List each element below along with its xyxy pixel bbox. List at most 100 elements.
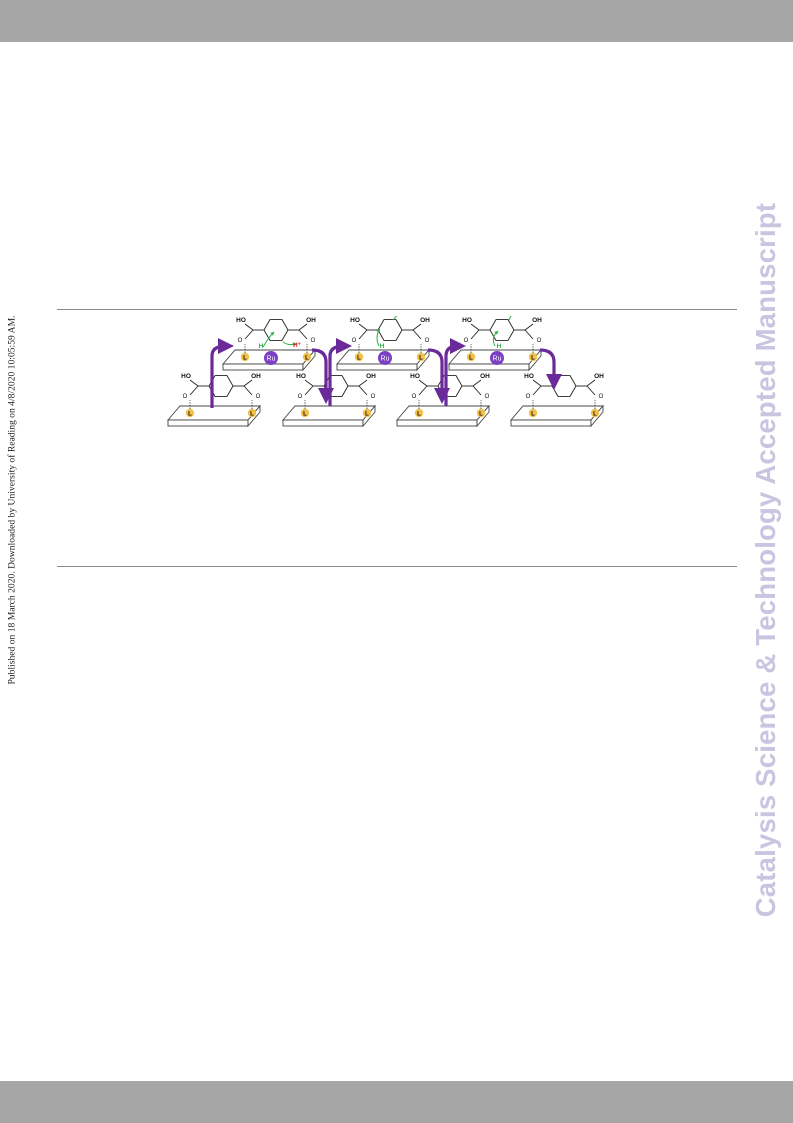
carboxyl-bond-left-b1 xyxy=(189,385,199,396)
ruthenium-label-t3: Ru xyxy=(493,356,502,363)
carboxyl-bond-left-t2 xyxy=(358,329,368,340)
ruthenium-atom-t3 xyxy=(490,351,504,365)
oxygen-right-t3: O xyxy=(537,338,542,344)
oxygen-left-t1: O xyxy=(238,338,243,344)
ligand-left-b1-site xyxy=(185,408,195,418)
hydroxyl-bond-right-b1 xyxy=(243,379,253,387)
carboxyl-bond-left-b4 xyxy=(532,385,542,396)
ligand-right-t2-label: L xyxy=(419,355,423,361)
catalyst-surface-b4 xyxy=(510,405,604,427)
hydrogen-label-t2: H xyxy=(380,343,385,350)
ruthenium-label-t2: Ru xyxy=(381,356,390,363)
watermark-text: Catalysis Science & Technology Accepted … xyxy=(750,202,781,918)
hydroxyl-label-right-b4: OH xyxy=(594,373,604,380)
benzene-ring-t2 xyxy=(377,319,403,341)
hydroxyl-label-right-t3: OH xyxy=(532,317,542,324)
oxygen-right-b2: O xyxy=(371,394,376,400)
ruthenium-atom-t2 xyxy=(378,351,392,365)
hydroxyl-label-left-b3: HO xyxy=(410,373,420,380)
arrow-up-3 xyxy=(444,338,466,406)
arrow-down-1 xyxy=(311,348,334,404)
ligand-right-b2-site xyxy=(362,408,372,418)
hydroxyl-label-right-b3: OH xyxy=(480,373,490,380)
hydrogen-transfer-arrow-t3 xyxy=(492,330,499,347)
hydroxyl-label-right-t1: OH xyxy=(306,317,316,324)
carboxyl-bond-left-b3 xyxy=(418,385,428,396)
carboxyl-bond-left-t1 xyxy=(244,329,254,340)
arrow-up-1 xyxy=(210,338,234,408)
carboxyl-bond-right-b4 xyxy=(586,385,596,396)
oxygen-right-b3: O xyxy=(485,394,490,400)
carboxyl-bond-right-t1 xyxy=(298,329,308,340)
hydrogen-transfer-arrow-t2 xyxy=(376,328,380,347)
oxygen-left-t2: O xyxy=(352,338,357,344)
ligand-left-t3-label: L xyxy=(469,355,473,361)
ligand-right-t3-site xyxy=(528,352,538,362)
hydroxyl-bond-right-t1 xyxy=(298,323,308,331)
carboxyl-bond-right-b1 xyxy=(243,385,253,396)
carboxyl-bond-right-t2 xyxy=(412,329,422,340)
hydrogen-label-t1: H xyxy=(259,343,264,350)
hydroxyl-bond-right-b2 xyxy=(358,379,368,387)
hydroxyl-bond-left-b1 xyxy=(189,379,199,387)
arrow-down-3 xyxy=(539,348,562,390)
oxygen-left-b2: O xyxy=(298,394,303,400)
hydroxyl-bond-right-b3 xyxy=(472,379,482,387)
hydroxyl-bond-left-b3 xyxy=(418,379,428,387)
oxygen-left-b3: O xyxy=(412,394,417,400)
oxygen-right-t1: O xyxy=(311,338,316,344)
catalyst-surface-b3 xyxy=(396,405,490,427)
catalyst-surface-b2 xyxy=(282,405,376,427)
carboxyl-bond-left-b2 xyxy=(304,385,314,396)
header-bar xyxy=(0,0,793,42)
carboxyl-bond-right-b2 xyxy=(358,385,368,396)
ligand-right-b3-site xyxy=(476,408,486,418)
ruthenium-atom-t1 xyxy=(264,351,278,365)
figure-bottom-rule xyxy=(57,566,737,567)
hydroxyl-label-left-b1: HO xyxy=(181,373,191,380)
ligand-right-t3-label: L xyxy=(531,355,535,361)
hydroxyl-bond-right-b4 xyxy=(586,379,596,387)
arrow-down-2 xyxy=(427,348,450,404)
hydroxyl-label-right-b1: OH xyxy=(251,373,261,380)
publication-note-text: Published on 18 March 2020. Downloaded b… xyxy=(6,315,18,685)
hydroxyl-label-left-t3: HO xyxy=(462,317,472,324)
ligand-right-b1-label: L xyxy=(250,411,254,417)
ligand-right-b4-site xyxy=(590,408,600,418)
hydroxyl-label-left-t1: HO xyxy=(236,317,246,324)
ligand-left-b2-label: L xyxy=(303,411,307,417)
ligand-left-t3-site xyxy=(466,352,476,362)
ligand-left-b1-label: L xyxy=(188,411,192,417)
figure-top-rule xyxy=(57,309,737,310)
oxygen-right-b1: O xyxy=(256,394,261,400)
hydroxyl-bond-right-t3 xyxy=(524,323,534,331)
hydrogen-transfer-arrow-t1 xyxy=(262,331,275,348)
proton-transfer-arrow-t3 xyxy=(508,306,523,321)
hydroxyl-label-left-t2: HO xyxy=(350,317,360,324)
proton-transfer-arrow-t1 xyxy=(282,341,297,347)
ligand-left-b3-label: L xyxy=(417,411,421,417)
ligand-left-t1-site xyxy=(240,352,250,362)
oxygen-left-t3: O xyxy=(464,338,469,344)
oxygen-left-b1: O xyxy=(183,394,188,400)
ligand-left-t1-label: L xyxy=(243,355,247,361)
hydroxyl-label-right-t2: OH xyxy=(420,317,430,324)
hydroxyl-label-right-b2: OH xyxy=(366,373,376,380)
carboxyl-bond-left-t3 xyxy=(470,329,480,340)
carboxyl-bond-right-t3 xyxy=(524,329,534,340)
ruthenium-label-t1: Ru xyxy=(267,356,276,363)
hydroxyl-bond-right-t2 xyxy=(412,323,422,331)
ligand-right-b2-label: L xyxy=(365,411,369,417)
hydroxyl-bond-left-b4 xyxy=(532,379,542,387)
hydrogen-label-t3: H xyxy=(497,343,502,350)
hydroxyl-bond-left-t1 xyxy=(244,323,254,331)
hydroxyl-bond-left-b2 xyxy=(304,379,314,387)
ligand-left-b2-site xyxy=(300,408,310,418)
ligand-left-b4-label: L xyxy=(531,411,535,417)
ligand-right-t1-label: L xyxy=(305,355,309,361)
ligand-left-b3-site xyxy=(414,408,424,418)
hydroxyl-label-left-b2: HO xyxy=(296,373,306,380)
ligand-left-t2-site xyxy=(354,352,364,362)
ligand-right-t2-site xyxy=(416,352,426,362)
